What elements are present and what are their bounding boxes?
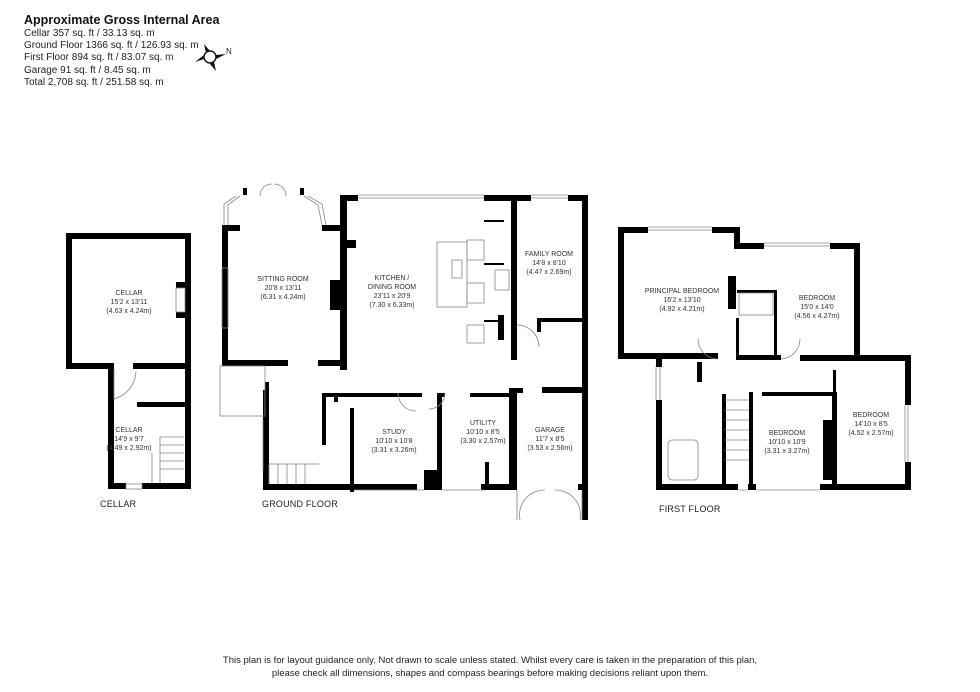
room-label-garage: GARAGE 11'7 x 8'5 (3.53 x 2.56m) — [527, 426, 572, 453]
room-dims-metric: (7.30 x 6.33m) — [369, 302, 415, 309]
room-name: CELLAR — [115, 290, 143, 297]
room-dims-metric: (4.56 x 4.27m) — [794, 313, 840, 320]
room-dims-metric: (4.52 x 2.57m) — [848, 430, 894, 437]
area-summary: Approximate Gross Internal Area Cellar 3… — [24, 13, 219, 89]
floor-label-ground: GROUND FLOOR — [262, 499, 338, 509]
room-dims-metric: (3.53 x 2.56m) — [527, 445, 573, 452]
room-dims-metric: (3.31 x 3.27m) — [764, 448, 810, 455]
area-garage: Garage 91 sq. ft / 8.45 sq. m — [24, 64, 151, 76]
first-floor-walls — [618, 227, 911, 490]
disclaimer-line-1: This plan is for layout guidance only. N… — [222, 655, 758, 666]
room-label-bedroom-2: BEDROOM 15'0 x 14'0 (4.56 x 4.27m) — [794, 294, 839, 321]
area-title: Approximate Gross Internal Area — [24, 13, 220, 27]
room-name: KITCHEN / — [374, 275, 410, 282]
room-dims-metric: (6.31 x 4.24m) — [260, 294, 306, 301]
room-dims-metric: (4.47 x 2.69m) — [526, 269, 572, 276]
room-dims-imperial: 11'7 x 8'5 — [535, 436, 565, 443]
room-label-family-room: FAMILY ROOM 14'8 x 8'10 (4.47 x 2.69m) — [525, 250, 573, 277]
room-dims-imperial: 14'9 x 9'7 — [114, 436, 144, 443]
room-dims-imperial: 10'10 x 8'5 — [466, 429, 500, 436]
room-dims-imperial: 16'2 x 13'10 — [663, 297, 701, 304]
floor-label-cellar: CELLAR — [100, 499, 137, 509]
room-label-bedroom-3: BEDROOM 10'10 x 10'9 (3.31 x 3.27m) — [764, 429, 809, 456]
compass-north-label: N — [226, 47, 232, 56]
room-name: GARAGE — [535, 427, 565, 434]
room-dims-metric: (4.92 x 4.21m) — [659, 306, 705, 313]
area-cellar: Cellar 357 sq. ft / 33.13 sq. m — [24, 28, 155, 39]
room-name: BEDROOM — [768, 430, 806, 437]
room-dims-imperial: 14'8 x 8'10 — [532, 260, 566, 267]
room-dims-metric: (3.30 x 2.57m) — [460, 438, 506, 445]
room-name: FAMILY ROOM — [525, 251, 573, 258]
area-total: Total 2,708 sq. ft / 251.58 sq. m — [24, 76, 164, 88]
room-name: CELLAR — [115, 427, 143, 434]
room-dims-imperial: 14'10 x 8'5 — [854, 421, 888, 428]
room-label-bedroom-4: BEDROOM 14'10 x 8'5 (4.52 x 2.57m) — [848, 411, 893, 438]
room-label-sitting-room: SITTING ROOM 20'8 x 13'11 (6.31 x 4.24m) — [257, 275, 308, 302]
room-label-study: STUDY 10'10 x 10'8 (3.31 x 3.26m) — [371, 428, 416, 455]
area-ground-floor: Ground Floor 1366 sq. ft / 126.93 sq. m — [24, 40, 199, 52]
room-name: SITTING ROOM — [257, 276, 309, 283]
room-dims-metric: (4.63 x 4.24m) — [106, 308, 152, 315]
room-dims-imperial: 23'11 x 20'9 — [373, 293, 411, 300]
room-label-cellar-upper: CELLAR 15'2 x 13'11 (4.63 x 4.24m) — [106, 289, 151, 316]
room-name: BEDROOM — [798, 295, 836, 302]
room-dims-imperial: 15'2 x 13'11 — [110, 299, 148, 306]
room-name: PRINCIPAL BEDROOM — [644, 288, 720, 295]
floor-label-first: FIRST FLOOR — [659, 504, 721, 514]
room-dims-metric: (3.31 x 3.26m) — [371, 447, 417, 454]
disclaimer-line-2: please check all dimensions, shapes and … — [271, 668, 709, 679]
room-label-cellar-lower: CELLAR 14'9 x 9'7 (4.49 x 2.92m) — [106, 426, 151, 453]
room-name: BEDROOM — [852, 412, 890, 419]
room-dims-imperial: 10'10 x 10'8 — [375, 438, 413, 445]
room-dims-imperial: 20'8 x 13'11 — [264, 285, 302, 292]
room-name: STUDY — [382, 429, 406, 436]
disclaimer: This plan is for layout guidance only. N… — [0, 654, 980, 680]
room-label-kitchen-dining: KITCHEN / DINING ROOM 23'11 x 20'9 (7.30… — [368, 274, 416, 310]
area-first-floor: First Floor 894 sq. ft / 83.07 sq. m — [24, 52, 174, 64]
room-name: UTILITY — [469, 420, 497, 427]
room-dims-imperial: 10'10 x 10'9 — [768, 439, 806, 446]
room-label-principal-bedroom: PRINCIPAL BEDROOM 16'2 x 13'10 (4.92 x 4… — [645, 287, 719, 314]
ground-floor-walls — [222, 188, 588, 520]
room-dims-metric: (4.49 x 2.92m) — [106, 445, 152, 452]
room-name-line2: DINING ROOM — [367, 284, 417, 291]
room-dims-imperial: 15'0 x 14'0 — [800, 304, 834, 311]
room-label-utility: UTILITY 10'10 x 8'5 (3.30 x 2.57m) — [460, 419, 505, 446]
cellar-walls — [66, 233, 191, 489]
